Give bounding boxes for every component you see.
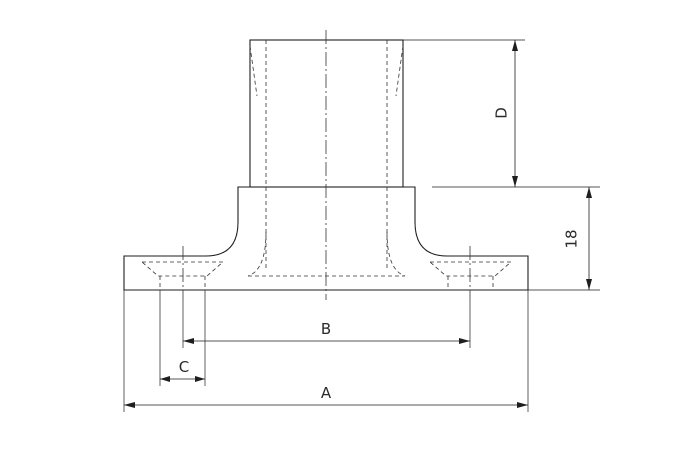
taper-right-hidden (395, 45, 404, 97)
dimension-height-arrow-bottom (586, 279, 592, 290)
bolt-hole-right-countersink (428, 261, 513, 277)
bolt-hole-left-countersink (140, 261, 225, 277)
dimension-c-arrow-left (160, 376, 170, 382)
dimension-height-arrow-top (586, 187, 592, 198)
dimension-d: D (493, 40, 518, 187)
dimension-height: 18 (563, 187, 592, 290)
dimension-height-label: 18 (563, 229, 581, 248)
dimension-a-label: A (321, 384, 332, 402)
dimension-a: A (124, 384, 528, 408)
dimension-d-arrow-bottom (512, 176, 518, 187)
dimension-c-label: C (179, 358, 189, 376)
dimension-c: C (160, 358, 205, 382)
dimension-a-arrow-left (124, 402, 135, 408)
extension-lines (123, 39, 600, 412)
taper-left-hidden (249, 45, 258, 97)
dimension-d-arrow-top (512, 40, 518, 51)
dimension-a-arrow-right (517, 402, 528, 408)
hidden-edges (140, 40, 513, 290)
center-lines (182, 30, 471, 300)
tube-outline (249, 39, 404, 188)
dimension-b: B (183, 320, 470, 344)
dimension-b-arrow-right (459, 338, 470, 344)
dimension-b-arrow-left (183, 338, 194, 344)
inner-fillet-left-hidden (247, 231, 267, 277)
dimension-b-label: B (321, 320, 331, 338)
dimension-c-arrow-right (195, 376, 205, 382)
inner-fillet-right-hidden (386, 231, 406, 277)
dimension-d-label: D (493, 107, 511, 119)
